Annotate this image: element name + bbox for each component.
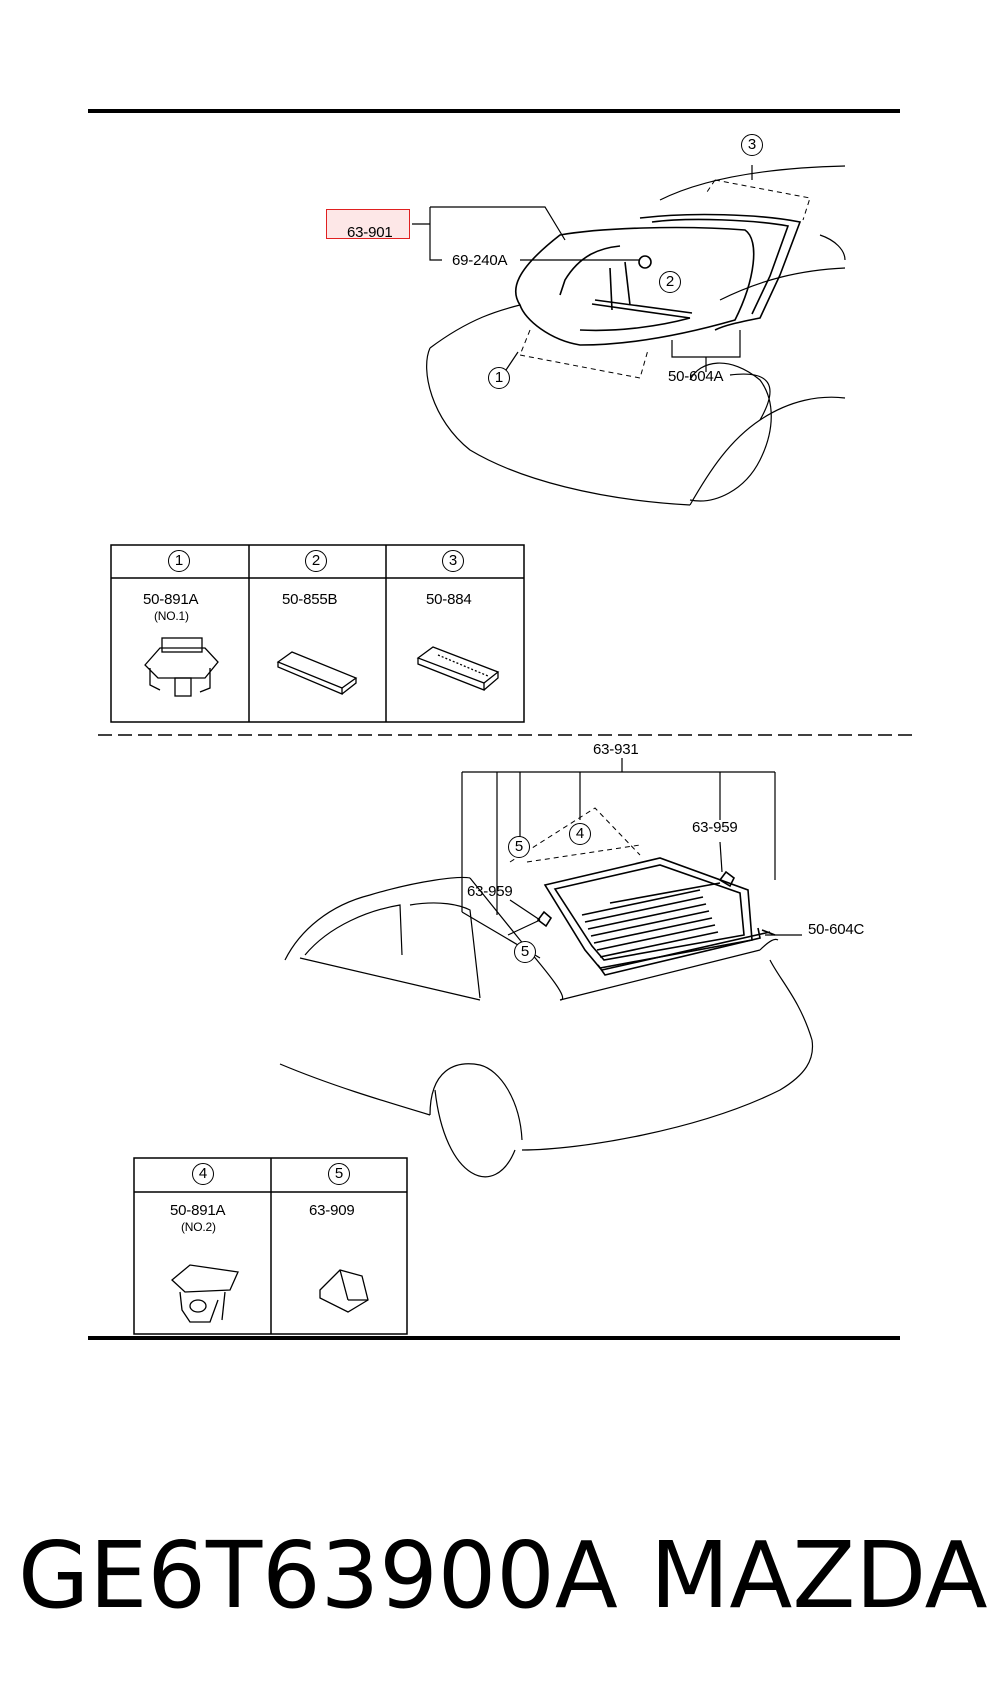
table2-part-50-891A[interactable]: 50-891A xyxy=(170,1202,226,1219)
clip-50-891A-no1-shape xyxy=(144,637,219,697)
table1-note-no1: (NO.1) xyxy=(154,609,189,623)
highlight-box xyxy=(326,209,410,239)
part-label-69-240A[interactable]: 69-240A xyxy=(452,252,508,269)
footer-part-number: GE6T63900A xyxy=(18,1522,618,1629)
table1-part-50-891A[interactable]: 50-891A xyxy=(143,591,199,608)
table1-part-50-884[interactable]: 50-884 xyxy=(426,591,472,608)
table2-note-no2: (NO.2) xyxy=(181,1220,216,1234)
clip-50-884-shape xyxy=(416,646,500,691)
rear-window-glass xyxy=(514,213,802,346)
car-body-top xyxy=(426,165,846,506)
callout-1[interactable]: 1 xyxy=(488,367,510,389)
clip-50-891A-no2-shape xyxy=(171,1264,239,1323)
parts-table-2-grid xyxy=(133,1157,408,1335)
part-label-63-931[interactable]: 63-931 xyxy=(593,741,639,758)
table1-callout-1: 1 xyxy=(168,550,190,572)
table1-callout-3: 3 xyxy=(442,550,464,572)
leaders-top xyxy=(412,165,753,372)
clip-guides-top xyxy=(519,179,811,379)
callout-4[interactable]: 4 xyxy=(569,823,591,845)
part-label-50-604A[interactable]: 50-604A xyxy=(668,368,724,385)
table1-callout-2: 2 xyxy=(305,550,327,572)
table2-callout-5: 5 xyxy=(328,1163,350,1185)
table2-callout-4: 4 xyxy=(192,1163,214,1185)
car-body-bottom xyxy=(279,876,814,1178)
callout-2[interactable]: 2 xyxy=(659,271,681,293)
part-label-63-959-left[interactable]: 63-959 xyxy=(467,883,513,900)
clip-guides-bottom xyxy=(509,807,641,863)
rear-glass-bottom xyxy=(536,857,776,976)
callout-3[interactable]: 3 xyxy=(741,134,763,156)
clip-63-909-shape xyxy=(319,1269,369,1313)
part-label-63-901[interactable]: 63-901 xyxy=(347,224,393,241)
leaders-bottom xyxy=(461,758,802,959)
parts-table-1-grid xyxy=(110,544,525,723)
clip-50-855B-shape xyxy=(276,651,358,695)
part-label-50-604C[interactable]: 50-604C xyxy=(808,921,865,938)
callout-5-upper[interactable]: 5 xyxy=(508,836,530,858)
footer-brand: MAZDA xyxy=(650,1522,988,1629)
table2-part-63-909[interactable]: 63-909 xyxy=(309,1202,355,1219)
part-label-63-959-right[interactable]: 63-959 xyxy=(692,819,738,836)
callout-5-lower[interactable]: 5 xyxy=(514,941,536,963)
table1-part-50-855B[interactable]: 50-855B xyxy=(282,591,338,608)
